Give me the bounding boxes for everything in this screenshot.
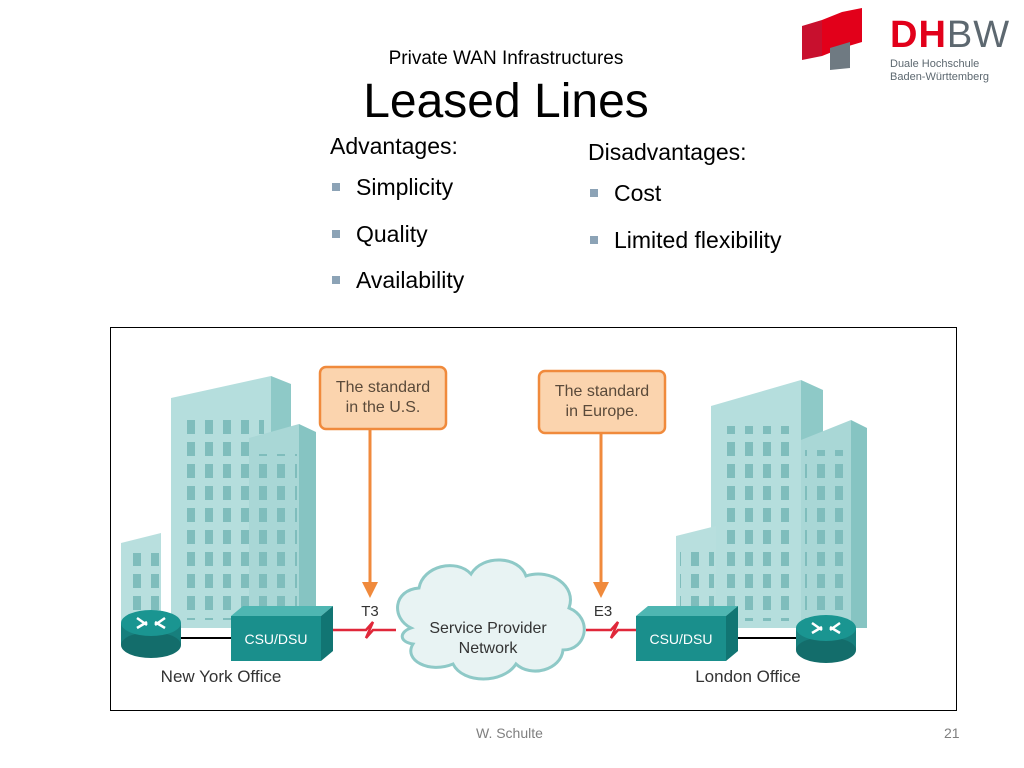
disadvantages-heading: Disadvantages: xyxy=(588,139,747,165)
disadvantages-list: Disadvantages: Cost Limited flexibility xyxy=(588,139,781,273)
advantages-heading: Advantages: xyxy=(330,133,458,159)
csu-dsu-left: CSU/DSU xyxy=(231,606,333,661)
list-item: Cost xyxy=(588,180,781,208)
bullet-icon xyxy=(590,189,598,197)
svg-text:Service Provider: Service Provider xyxy=(429,620,547,637)
e3-label: E3 xyxy=(594,603,612,620)
building-left-small xyxy=(121,533,161,628)
router-right-icon xyxy=(796,615,856,663)
t3-label: T3 xyxy=(361,603,379,620)
slide-subtitle: Private WAN Infrastructures xyxy=(388,48,624,69)
t3-link xyxy=(329,621,396,639)
csu-dsu-right: CSU/DSU xyxy=(636,606,738,661)
bullet-icon xyxy=(332,229,340,238)
e3-link xyxy=(586,621,636,639)
svg-text:The standard: The standard xyxy=(336,379,430,396)
slide-title: Leased Lines xyxy=(363,75,649,128)
dhbw-logo: DHBW Duale Hochschule Baden-Württemberg xyxy=(800,8,1018,88)
logo-line-1: Duale Hochschule xyxy=(890,58,980,70)
arrow-down-icon xyxy=(593,582,609,598)
arrow-down-icon xyxy=(362,582,378,598)
svg-text:Network: Network xyxy=(459,640,519,657)
logo-wordmark: DHBW xyxy=(890,14,1011,56)
svg-text:in the U.S.: in the U.S. xyxy=(346,399,421,416)
bullet-icon xyxy=(332,183,340,191)
svg-text:CSU/DSU: CSU/DSU xyxy=(244,631,307,647)
svg-text:CSU/DSU: CSU/DSU xyxy=(649,631,712,647)
callout-europe-standard: The standard in Europe. xyxy=(537,369,667,598)
page-number: 21 xyxy=(944,725,960,741)
leased-line-diagram: The standard in the U.S. The standard in… xyxy=(110,327,957,711)
bullet-icon xyxy=(332,276,340,285)
advantages-list: Advantages: Simplicity Quality Availabil… xyxy=(330,133,464,314)
bullet-icon xyxy=(590,235,598,244)
logo-line-2: Baden-Württemberg xyxy=(890,71,990,83)
footer-author: W. Schulte xyxy=(476,725,543,741)
router-left-icon xyxy=(121,610,181,658)
building-left-front xyxy=(249,424,316,628)
list-item: Quality xyxy=(330,221,464,249)
building-right-front xyxy=(801,420,867,628)
list-item: Simplicity xyxy=(330,174,464,202)
logo-mark-icon xyxy=(802,8,862,70)
office-right-label: London Office xyxy=(695,667,801,686)
service-provider-cloud: Service Provider Network xyxy=(396,558,586,681)
list-item: Availability xyxy=(330,267,464,295)
office-left-label: New York Office xyxy=(161,667,282,686)
list-item: Limited flexibility xyxy=(588,227,781,255)
callout-us-standard: The standard in the U.S. xyxy=(318,365,448,598)
svg-text:The standard: The standard xyxy=(555,383,649,400)
svg-text:in Europe.: in Europe. xyxy=(566,403,639,420)
